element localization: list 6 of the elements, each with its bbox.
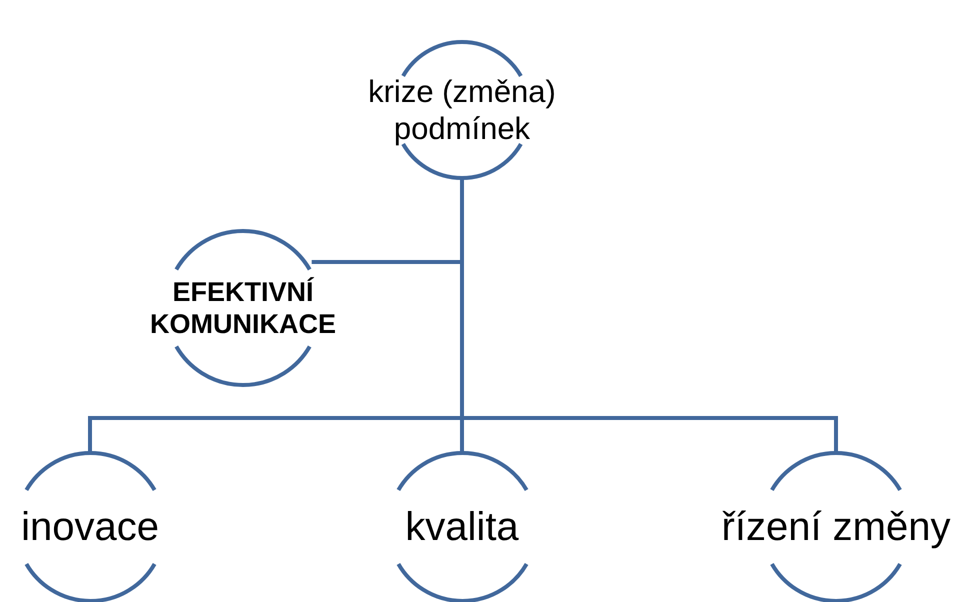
node-label: řízení změny [722, 504, 950, 551]
node-label: krize (změna) podmínek [367, 72, 557, 148]
node-label: inovace [21, 504, 159, 551]
node-label: kvalita [405, 504, 519, 551]
connector-line [312, 178, 464, 264]
node-label: EFEKTIVNÍ KOMUNIKACE [149, 276, 337, 340]
